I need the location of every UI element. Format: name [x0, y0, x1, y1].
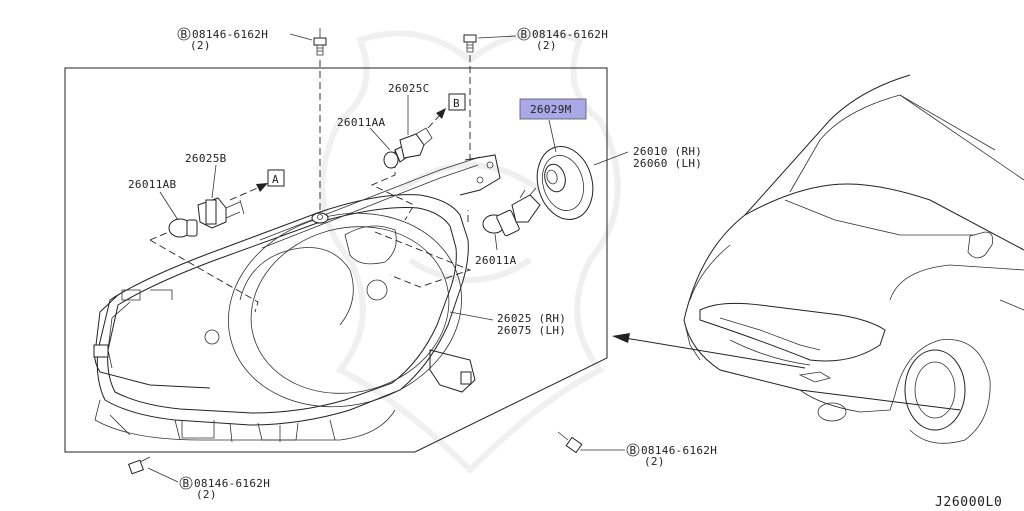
socket-26025B: [197, 197, 245, 229]
watermark-emblem: [319, 30, 621, 475]
frame-box: [64, 67, 608, 453]
callout-bolt-top-right: B 08146-6162H (2): [517, 27, 608, 52]
label-26025B: 26025B: [185, 152, 227, 165]
socket-26025C: [399, 127, 433, 159]
callout-bolt-top-left: B 08146-6162H (2): [177, 27, 268, 52]
callout-bolt-bottom-right: B 08146-6162H (2): [626, 443, 717, 468]
label-housing-rh: 26025 (RH): [497, 312, 566, 325]
quantity: (2): [196, 488, 217, 501]
part-number: 08146-6162H: [641, 444, 717, 457]
marker-b-letter: B: [453, 97, 460, 110]
bolt-top-right-icon: [463, 34, 477, 53]
callout-prefix: B: [183, 477, 190, 490]
marker-a-letter: A: [272, 173, 279, 186]
bolt-bottom-right-icon: [557, 431, 583, 454]
label-26011AA: 26011AA: [337, 116, 386, 129]
diagram-id: J26000L0: [935, 495, 1002, 510]
callout-prefix: B: [181, 28, 188, 41]
highlight-26029M: [519, 98, 587, 120]
bolt-bottom-left-icon: [128, 456, 151, 475]
bulb-26011A: [482, 187, 541, 237]
label-assembly-rh: 26010 (RH): [633, 145, 702, 158]
label-26011AB: 26011AB: [128, 178, 177, 191]
quantity: (2): [190, 39, 211, 52]
quantity: (2): [644, 455, 665, 468]
label-26011A: 26011A: [475, 254, 517, 267]
part-number: 08146-6162H: [532, 28, 608, 41]
dust-cover-26029M: [536, 146, 594, 220]
part-number: 08146-6162H: [194, 477, 270, 490]
label-26029M: 26029M: [530, 103, 572, 116]
callout-prefix: B: [521, 28, 528, 41]
quantity: (2): [536, 39, 557, 52]
label-26025C: 26025C: [388, 82, 430, 95]
headlamp-housing: [93, 154, 501, 443]
pointer-arrow: [612, 333, 806, 369]
label-housing-lh: 26075 (LH): [497, 324, 566, 337]
callout-prefix: B: [630, 444, 637, 457]
marker-arrows: [229, 108, 446, 201]
marker-a: A: [267, 169, 285, 187]
bolt-top-left-icon: [313, 28, 327, 56]
leader-lines: [147, 33, 629, 483]
label-assembly-lh: 26060 (LH): [633, 157, 702, 170]
callout-bolt-bottom-left: B 08146-6162H (2): [179, 476, 270, 501]
part-number: 08146-6162H: [192, 28, 268, 41]
car-illustration: [683, 74, 1024, 444]
bulb-26011AB: [168, 218, 198, 238]
marker-b: B: [448, 93, 466, 111]
